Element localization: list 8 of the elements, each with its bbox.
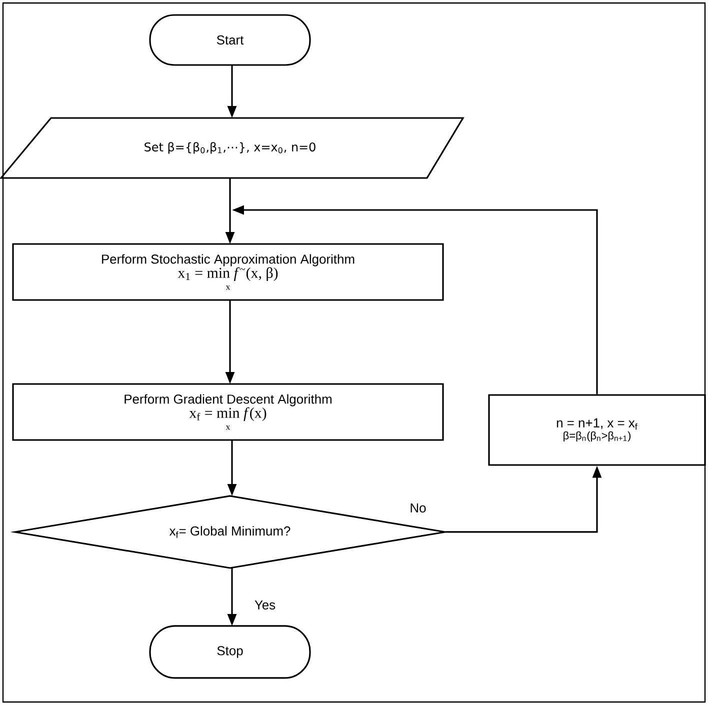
edge-label: No <box>408 502 428 514</box>
input-parallelogram: Set β={β$_{0}$,β$_{1}$,⋯}, x=x$_{0}$, n=0 <box>0 117 464 179</box>
process-box: n = n+1, x = x$_{f}$ β=β$_{n}$(β$_{n}$>β$_{n+1}$) <box>488 394 706 466</box>
process-box: Perform Stochastic Approximation Algorithm x$_{1}$ = min f$^{~}$(x, β) x <box>12 243 444 301</box>
edge-label: Yes <box>253 599 277 610</box>
stop-terminal: Stop <box>149 625 311 679</box>
process-box: Perform Gradient Descent Algorithm x$_{f}$ = min f(x) x <box>12 383 444 441</box>
start-terminal: Start <box>149 14 311 66</box>
